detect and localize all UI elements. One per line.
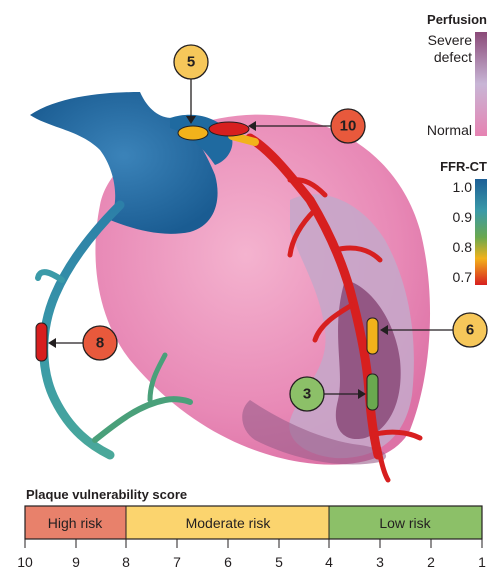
ffr-tick-0-8: 0.8 [453,239,473,255]
lad-branch-1 [287,177,328,198]
rca-branch-upper [35,269,65,283]
marker-6-label: 6 [466,322,474,339]
segment-high-risk [25,506,126,539]
ffr-tick-0-7: 0.7 [453,269,473,285]
segment-low-risk-label: Low risk [379,515,431,531]
marker-5-circle [173,44,209,80]
lad-branch-6 [377,452,391,483]
marker-6-circle [452,312,488,348]
score-bar: Plaque vulnerability score High risk Mod… [17,487,486,570]
ffr-tick-0-9: 0.9 [453,209,473,225]
lad-branch-3 [332,245,383,263]
marker-5-label: 5 [187,54,195,71]
lad-branch-2 [287,207,318,258]
perfusion-colorbar [475,32,487,136]
plaque-5 [177,125,209,141]
heart-illustration [30,92,431,483]
segment-moderate-risk-label: Moderate risk [186,515,272,531]
score-axis: 10 9 8 7 6 5 4 3 2 1 [17,539,486,570]
perfusion-legend: Perfusion Severe defect Normal [427,12,487,138]
marker-3-circle [289,376,325,412]
score-tick-1: 1 [478,554,486,570]
marker-10-label: 10 [340,118,357,135]
score-tick-4: 4 [325,554,333,570]
marker-annotations: 5 10 8 6 3 [48,44,488,412]
marker-8-label: 8 [96,335,104,352]
plaque-3 [366,373,379,411]
ffr-tick-1-0: 1.0 [453,179,473,195]
perfusion-bottom-label: Normal [427,122,472,138]
perfusion-top-label-2: defect [434,49,472,65]
marker-3-label: 3 [303,386,311,403]
perfusion-legend-title: Perfusion [427,12,487,27]
score-tick-10: 10 [17,554,33,570]
segment-low-risk [329,506,482,539]
ffr-legend: FFR-CT 1.0 0.9 0.8 0.7 [440,159,487,285]
plaque-8 [35,322,48,362]
score-tick-5: 5 [275,554,283,570]
score-tick-7: 7 [173,554,181,570]
ffr-legend-title: FFR-CT [440,159,487,174]
marker-10-circle [330,108,366,144]
plaque-6 [366,317,379,355]
score-tick-2: 2 [427,554,435,570]
lad-branch-5 [369,429,423,441]
lad-proximal-gradient [228,132,259,146]
marker-8-circle [82,325,118,361]
segment-high-risk-label: High risk [48,515,103,531]
atrium [30,92,218,234]
score-bar-title: Plaque vulnerability score [26,487,187,502]
score-tick-6: 6 [224,554,232,570]
ffr-colorbar [475,179,487,285]
lad-branch-4 [312,302,355,343]
segment-moderate-risk [126,506,329,539]
score-tick-9: 9 [72,554,80,570]
score-tick-8: 8 [122,554,130,570]
perfusion-top-label-1: Severe [428,32,473,48]
perfusion-lower-region [242,400,387,465]
plaque-10 [208,121,250,137]
rca-branch-lower [92,396,193,443]
score-tick-3: 3 [376,554,384,570]
rca-branch-mid [147,352,168,403]
